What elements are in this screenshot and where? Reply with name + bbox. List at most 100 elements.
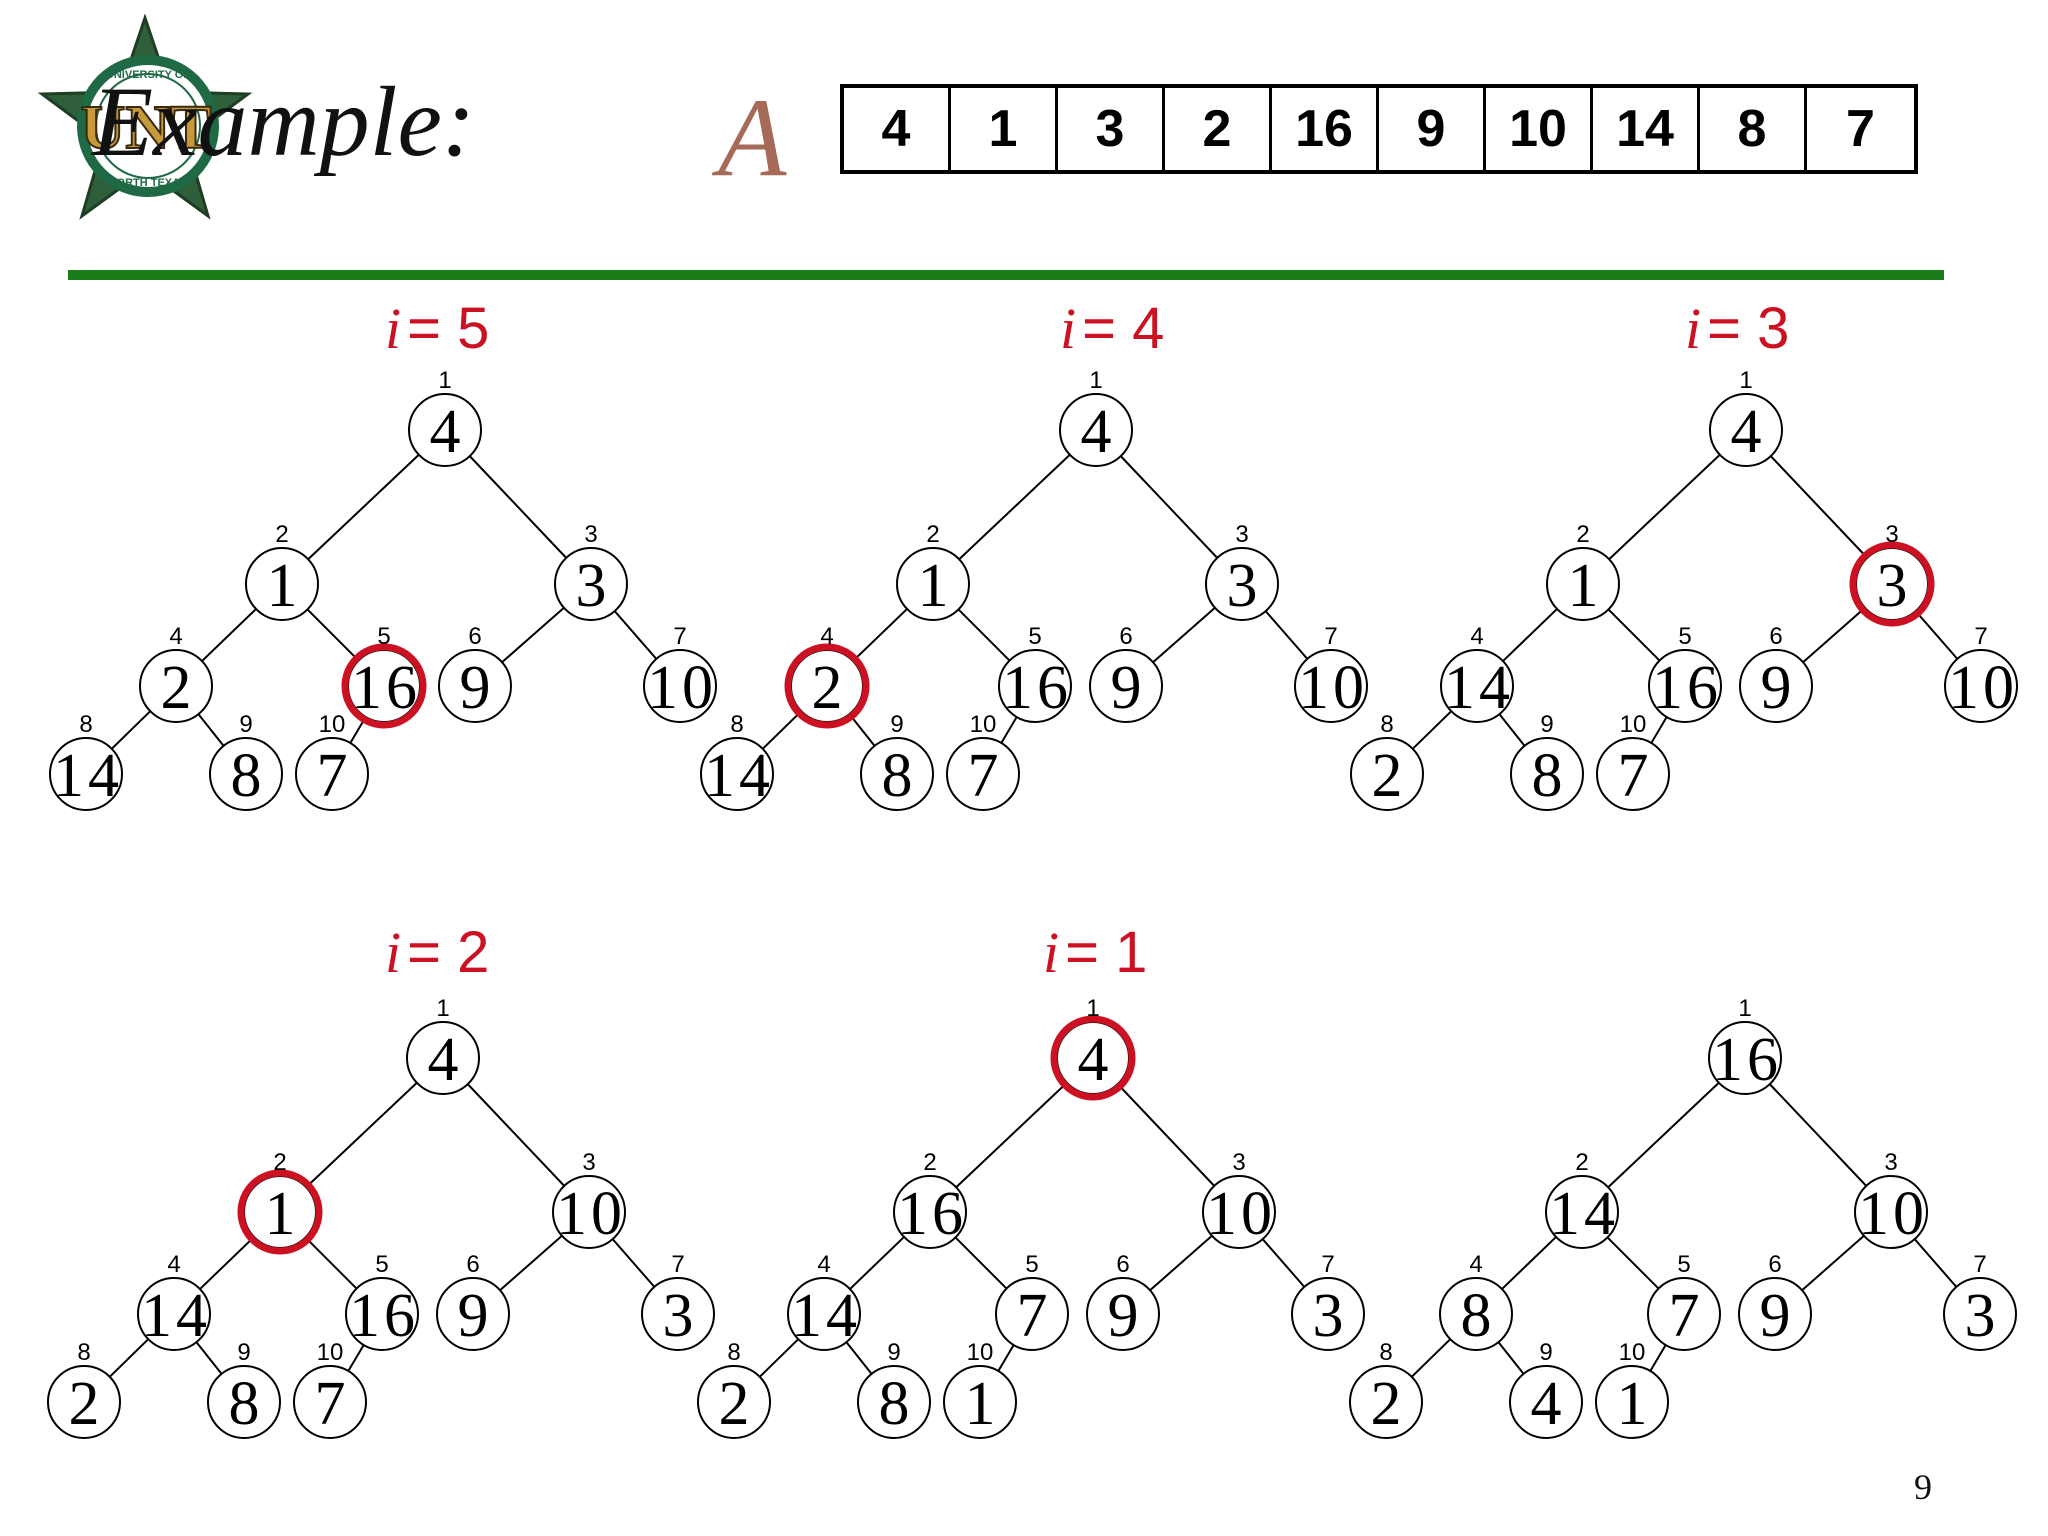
node-index: 3 [584, 521, 597, 548]
node-index: 8 [730, 711, 743, 738]
node-value: 3 [576, 552, 607, 620]
array-cell: 16 [1272, 88, 1379, 170]
node-value: 2 [1372, 742, 1403, 810]
tree-edge [1913, 1238, 1958, 1288]
tree-node [641, 1277, 715, 1351]
tree-node [552, 1175, 626, 1249]
node-value: 2 [719, 1370, 750, 1438]
node-index: 6 [1769, 623, 1782, 650]
array-name: A [718, 76, 787, 200]
node-index: 3 [1232, 1149, 1245, 1176]
tree-node [438, 649, 512, 723]
tree-edge [499, 1235, 563, 1291]
node-index: 10 [1619, 1339, 1646, 1366]
node-index: 4 [1469, 1251, 1482, 1278]
tree-edge [1000, 716, 1018, 744]
tree-node [1089, 649, 1163, 723]
node-value: 8 [229, 1370, 260, 1438]
node-value: 2 [69, 1370, 100, 1438]
tree-node [207, 1365, 281, 1439]
tree-node [245, 547, 319, 621]
tree-edge [199, 1236, 255, 1290]
tree-node [896, 547, 970, 621]
tree-node [295, 737, 369, 811]
node-index: 4 [169, 623, 182, 650]
node-index: 2 [926, 521, 939, 548]
tree-edge [955, 1081, 1068, 1189]
node-value: 7 [315, 1370, 346, 1438]
node-index: 1 [436, 995, 449, 1022]
tree-edge [306, 608, 360, 662]
array-cell: 1 [951, 88, 1058, 170]
step-label-var: i [1043, 920, 1059, 985]
step-label-var: i [385, 920, 401, 985]
divider-rule [68, 270, 1944, 280]
node-index: 6 [1768, 1251, 1781, 1278]
step-label: i= 2 [385, 920, 489, 985]
step-label: i= 4 [1060, 296, 1164, 361]
tree-edge [1802, 607, 1866, 663]
step-label-var: i [1060, 296, 1076, 361]
step-label: i= 3 [1685, 296, 1789, 361]
node-value: 4 [1078, 1026, 1109, 1094]
node-value: 4 [430, 398, 461, 466]
node-index: 10 [970, 711, 997, 738]
node-index: 8 [727, 1339, 740, 1366]
array-cell: 9 [1379, 88, 1486, 170]
tree-edge [304, 1236, 358, 1290]
tree-node [554, 547, 628, 621]
tree-node [1647, 1277, 1721, 1351]
tree-edge [1152, 607, 1216, 663]
node-index: 7 [1321, 1251, 1334, 1278]
tree-node [700, 737, 774, 811]
node-index: 6 [466, 1251, 479, 1278]
node-index: 3 [582, 1149, 595, 1176]
node-index: 6 [1119, 623, 1132, 650]
unt-logo: UNIVERSITY OF NORTH TEXAS UNT [30, 13, 260, 234]
tree-edge [1120, 455, 1218, 559]
node-index: 1 [1086, 995, 1099, 1022]
tree-edge [958, 453, 1071, 561]
node-index: 2 [1575, 1149, 1588, 1176]
tree-edge [848, 713, 876, 747]
tree-edge [1608, 453, 1721, 561]
node-value: 9 [1108, 1282, 1139, 1350]
node-index: 3 [1235, 521, 1248, 548]
tree-node [345, 1277, 419, 1351]
node-value: 4 [428, 1026, 459, 1094]
step-label-rest: = 3 [1707, 296, 1789, 361]
node-index: 8 [1380, 711, 1393, 738]
node-index: 1 [1739, 367, 1752, 394]
tree-node [1545, 1175, 1619, 1249]
tree-node [1708, 1021, 1782, 1095]
tree-node [1596, 737, 1670, 811]
tree-edge [1412, 710, 1452, 750]
tree-edge [762, 710, 802, 750]
step-label: i= 5 [385, 296, 489, 361]
node-value: 1 [918, 552, 949, 620]
tree-node [857, 1365, 931, 1439]
node-value: 1 [965, 1370, 996, 1438]
node-index: 9 [890, 711, 903, 738]
tree-node [1738, 1277, 1812, 1351]
tree-node [893, 1175, 967, 1249]
tree-node [998, 649, 1072, 723]
tree-edge [109, 1338, 149, 1378]
tree-node [1854, 1175, 1928, 1249]
tree-edge [347, 1344, 365, 1372]
node-index: 7 [1324, 623, 1337, 650]
node-index: 9 [1539, 1339, 1552, 1366]
tree-edge [1606, 1236, 1660, 1290]
step-label-rest: = 2 [407, 920, 489, 985]
node-index: 8 [1379, 1339, 1392, 1366]
array-cell: 4 [844, 88, 951, 170]
tree-edge [611, 1238, 656, 1288]
node-value: 1 [267, 552, 298, 620]
highlight-ring [784, 643, 870, 729]
node-index: 4 [1470, 623, 1483, 650]
logo-text-main: UNT [81, 94, 212, 162]
node-value: 7 [1618, 742, 1649, 810]
tree-node [293, 1365, 367, 1439]
node-index: 7 [673, 623, 686, 650]
